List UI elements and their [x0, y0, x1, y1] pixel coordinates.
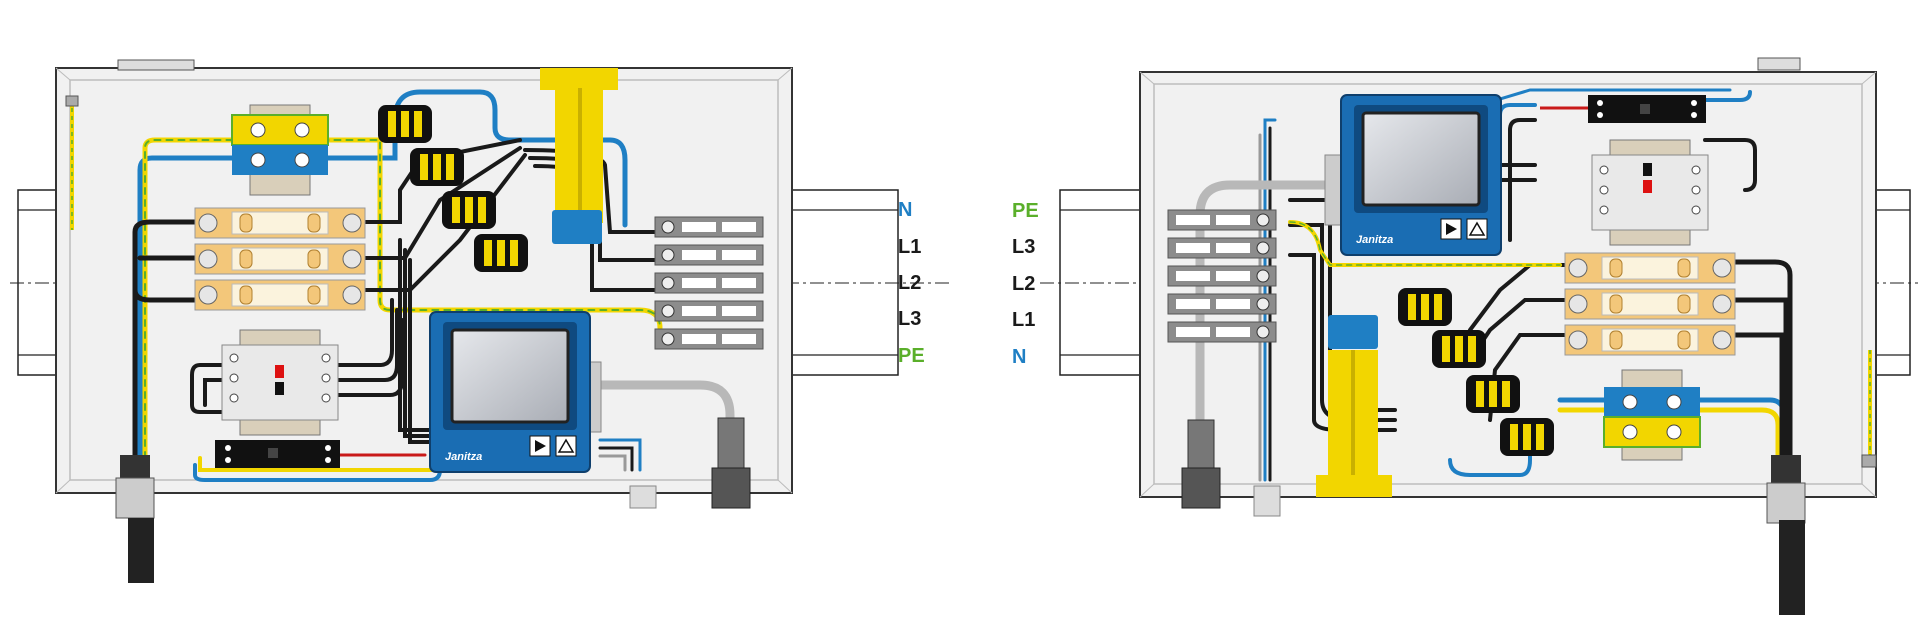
label-n: N	[1012, 346, 1026, 368]
left-fuse-holders	[194, 207, 366, 311]
fuse-cassette	[442, 191, 496, 229]
right-connectors	[1181, 419, 1806, 615]
left-wiring	[132, 89, 735, 482]
label-l1: L1	[898, 236, 921, 258]
right-cable-duct	[1316, 315, 1392, 497]
fuse-holder	[194, 207, 366, 239]
hinge	[117, 59, 195, 71]
fuse-cassette	[1432, 330, 1486, 368]
fuse-holder	[1564, 252, 1736, 284]
left-terminal-labels: N L1 L2 L3 PE	[898, 199, 925, 367]
delta-key-icon	[555, 435, 577, 457]
pe-n-terminal-block	[231, 104, 329, 196]
left-power-meter: Janitza	[429, 311, 602, 473]
fuse-holder	[194, 279, 366, 311]
left-fuse-cassettes	[378, 105, 528, 272]
left-cable-duct	[540, 68, 618, 244]
label-pe: PE	[1012, 200, 1039, 222]
fuse-holder	[1564, 324, 1736, 356]
fuse-cassette	[474, 234, 528, 272]
label-l1: L1	[1012, 309, 1035, 331]
top-terminal-strip	[1540, 95, 1706, 123]
hinge	[1757, 57, 1801, 71]
n-pe-terminal-block	[1603, 369, 1701, 461]
play-key-icon	[529, 435, 551, 457]
label-l3: L3	[1012, 236, 1035, 258]
label-l3: L3	[898, 308, 921, 330]
right-terminal-blocks	[1167, 209, 1277, 343]
left-meter-brand: Janitza	[445, 451, 482, 463]
fuse-holder	[194, 243, 366, 275]
fuse-cassette	[1500, 418, 1554, 456]
delta-key-icon	[1466, 218, 1488, 240]
label-n: N	[898, 199, 912, 221]
bottom-terminal-strip	[215, 440, 340, 468]
right-power-meter: Janitza	[1324, 94, 1502, 256]
left-terminal-blocks	[654, 216, 764, 350]
fuse-cassette	[1398, 288, 1452, 326]
label-pe: PE	[898, 345, 925, 367]
fuse-holder	[1564, 288, 1736, 320]
right-current-transformer	[1591, 139, 1709, 246]
label-l2: L2	[1012, 273, 1035, 295]
left-enclosure: Janitza N L1 L2 L3 PE	[10, 59, 950, 583]
fuse-cassette	[1466, 375, 1520, 413]
right-terminal-labels: PE L3 L2 L1 N	[1012, 200, 1039, 368]
fuse-cassette	[378, 105, 432, 143]
play-key-icon	[1440, 218, 1462, 240]
label-l2: L2	[898, 272, 921, 294]
current-transformer	[221, 329, 339, 436]
left-connectors	[115, 417, 751, 583]
right-enclosure: Janitza	[1012, 57, 1918, 615]
right-fuse-holders	[1564, 252, 1736, 356]
fuse-cassette	[410, 148, 464, 186]
right-fuse-cassettes	[1398, 288, 1554, 456]
right-meter-brand: Janitza	[1356, 234, 1393, 246]
